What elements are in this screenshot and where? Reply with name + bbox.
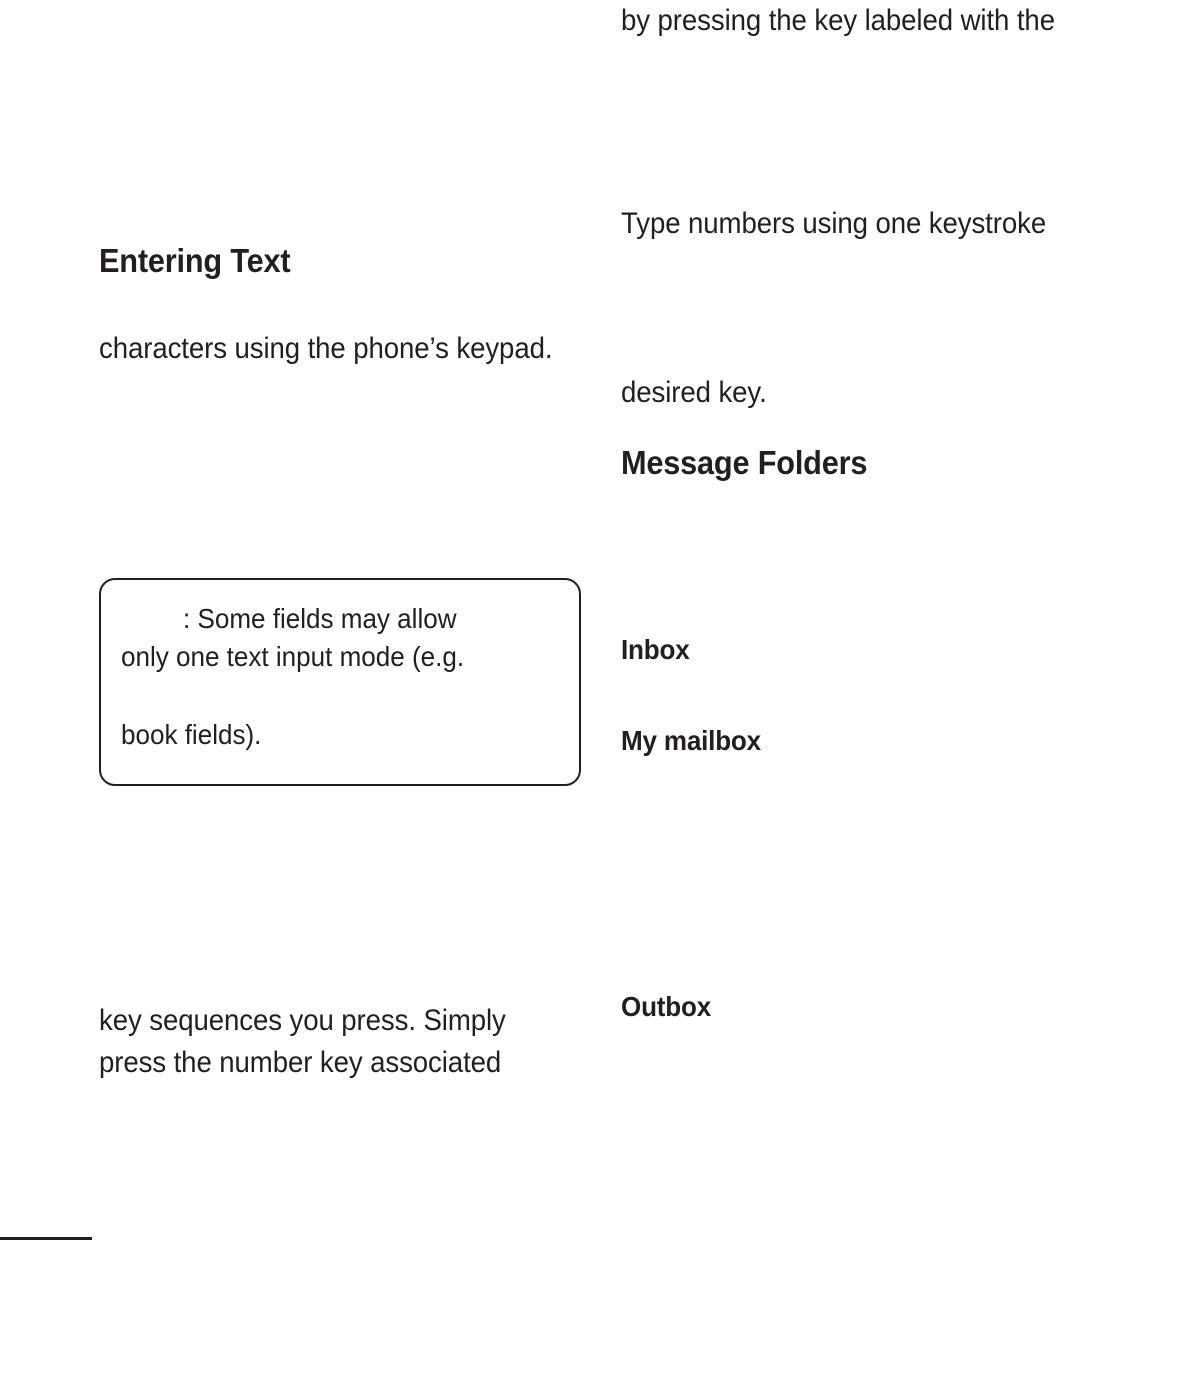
note-line-2: only one text input mode (e.g. [121, 641, 465, 672]
note-callout-box: : Some fields may allow only one text in… [99, 578, 581, 786]
bottom-paragraph-line-1: key sequences you press. Simply [99, 1004, 506, 1037]
right-column-numbers-line: Type numbers using one keystroke [621, 207, 1047, 240]
message-folders-heading: Message Folders [621, 444, 868, 481]
message-folder-my-mailbox: My mailbox [621, 725, 761, 756]
footer-rule [0, 1237, 92, 1240]
entering-text-intro-line: characters using the phone’s keypad. [99, 332, 553, 365]
message-folder-inbox: Inbox [621, 634, 690, 665]
entering-text-heading: Entering Text [99, 242, 291, 279]
right-column-desired-key-line: desired key. [621, 376, 767, 409]
bottom-paragraph-line-2: press the number key associated [99, 1046, 502, 1079]
message-folder-outbox: Outbox [621, 991, 712, 1022]
note-line-1: : Some fields may allow [183, 603, 457, 634]
right-column-top-line: by pressing the key labeled with the [621, 4, 1055, 37]
note-line-3: book fields). [121, 719, 262, 750]
